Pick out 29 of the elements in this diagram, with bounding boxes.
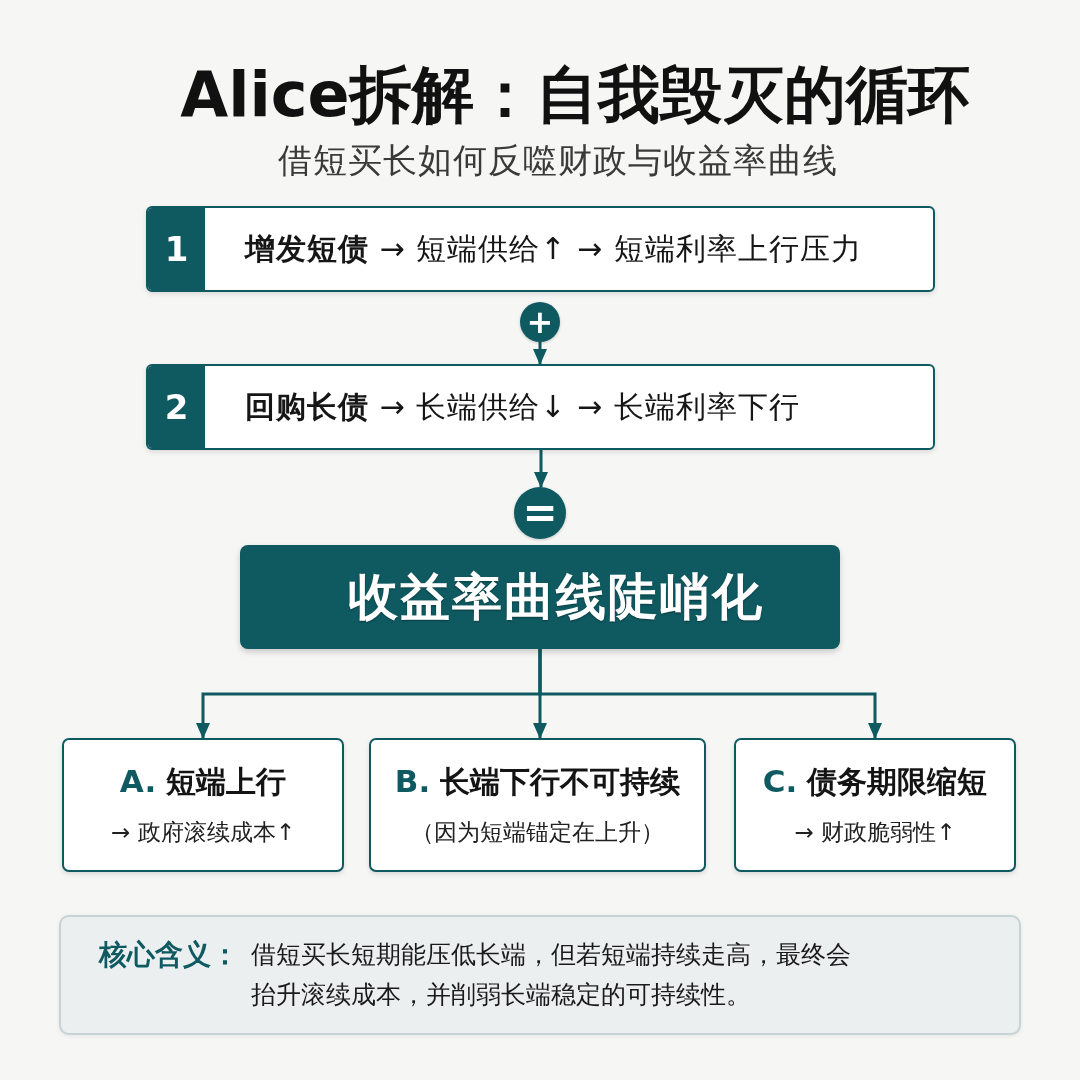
outcome-detail: → 政府滚续成本↑ (111, 818, 295, 847)
step-box (146, 364, 935, 450)
outcome-heading: 债务期限缩短 (807, 763, 988, 801)
outcome-detail: （因为短端锚定在上升） (411, 818, 664, 847)
outcome-letter: C. (762, 763, 798, 799)
step-number: 2 (148, 366, 205, 448)
summary-panel (59, 915, 1021, 1035)
outcome-detail: → 财政脆弱性↑ (794, 818, 956, 847)
outcome-box (369, 738, 706, 872)
outcome-heading: 短端上行 (166, 763, 287, 801)
operator-circle: + (520, 302, 560, 342)
summary-label: 核心含义： (99, 937, 239, 973)
outcome-letter: A. (119, 763, 157, 799)
step-number: 1 (148, 208, 205, 290)
result-banner: 收益率曲线陡峭化 (240, 545, 840, 649)
connector-arrow (534, 450, 548, 488)
outcome-box (734, 738, 1016, 872)
outcome-box (62, 738, 344, 872)
diagram-subtitle: 借短买长如何反噬财政与收益率曲线 (278, 139, 838, 181)
connector-arrow (538, 649, 882, 739)
outcome-letter: B. (394, 763, 431, 799)
step-text: 增发短债 → 短端供给↑ → 短端利率上行压力 (245, 230, 862, 268)
operator-circle: = (514, 487, 566, 539)
connector-arrow (533, 342, 547, 365)
step-text: 回购长债 → 长端供给↓ → 长端利率下行 (245, 388, 800, 426)
diagram-title: Alice拆解：自我毁灭的循环 (180, 58, 970, 132)
summary-text: 借短买长短期能压低长端，但若短端持续走高，最终会抬升滚续成本，并削弱长端稳定的可持续性。 (251, 939, 851, 1011)
step-box (146, 206, 935, 292)
outcome-heading: 长端下行不可持续 (440, 763, 681, 801)
